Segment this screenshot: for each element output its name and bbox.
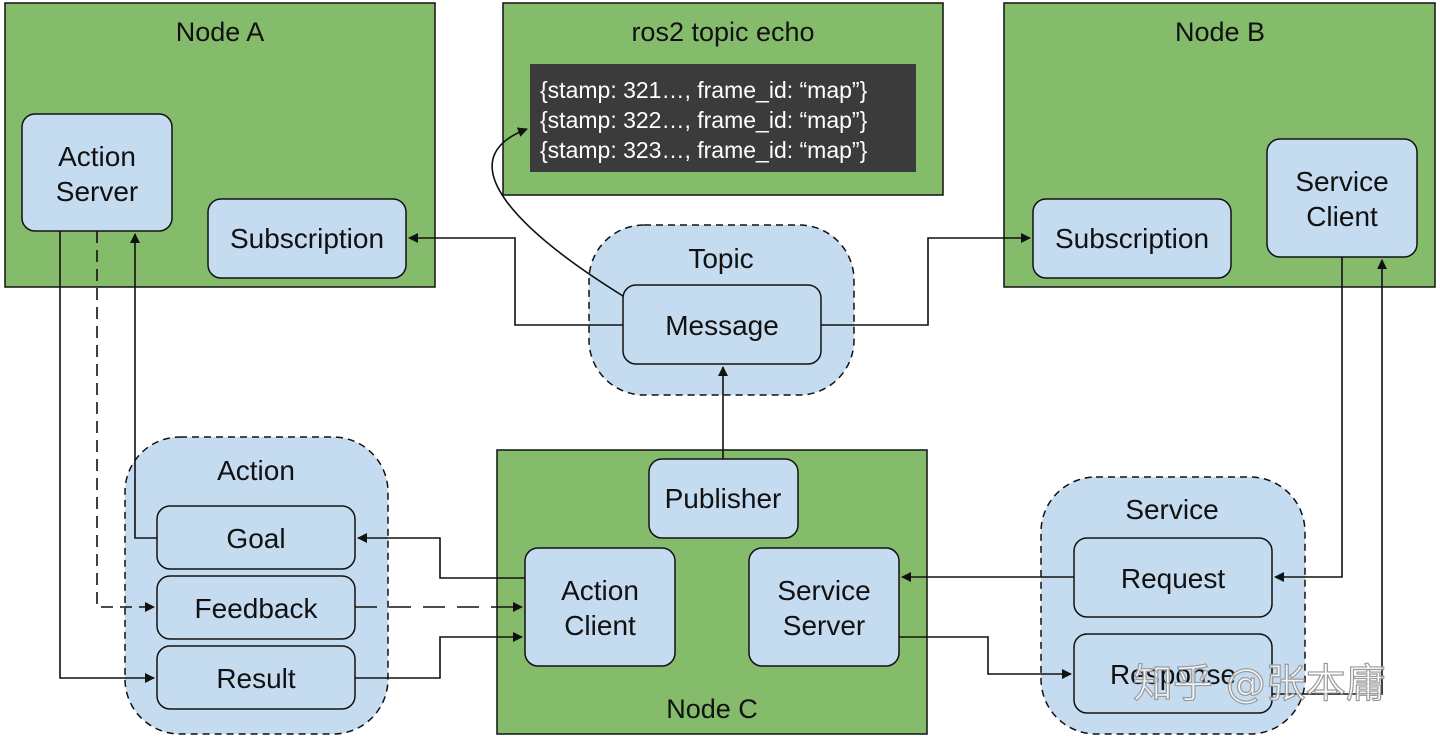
node-a-subscription: Subscription <box>207 198 407 279</box>
node-a-subscription-label: Subscription <box>230 223 384 254</box>
action-client-label-1: Action <box>561 575 639 606</box>
topic-title: Topic <box>688 243 753 274</box>
node-c: Node C Publisher Action Client Service S… <box>496 449 928 735</box>
echo-line-3: {stamp: 323…, frame_id: “map”} <box>540 137 868 163</box>
action-server-to-result-arrow <box>59 231 155 683</box>
publisher: Publisher <box>648 458 799 539</box>
action-client-to-goal-arrow <box>357 533 525 579</box>
echo-line-2: {stamp: 322…, frame_id: “map”} <box>540 107 868 133</box>
action-title: Action <box>217 455 295 486</box>
publisher-label: Publisher <box>665 483 782 514</box>
request-label: Request <box>1121 563 1226 594</box>
echo-terminal: {stamp: 321…, frame_id: “map”} {stamp: 3… <box>530 64 916 172</box>
goal-to-action-server-arrow <box>130 233 157 539</box>
action: Action Goal Feedback Result <box>124 436 389 735</box>
service-server-label-2: Server <box>783 610 865 641</box>
response-to-service-client-arrow <box>1272 259 1387 695</box>
service: Service Request Response <box>1040 476 1306 735</box>
request: Request <box>1073 537 1273 618</box>
result: Result <box>156 645 356 710</box>
action-server-label-1: Action <box>58 141 136 172</box>
action-client: Action Client <box>524 547 676 667</box>
service-server: Service Server <box>748 547 900 667</box>
connectors <box>59 127 1387 695</box>
service-server-label-1: Service <box>777 575 870 606</box>
response: Response <box>1073 633 1273 714</box>
feedback: Feedback <box>156 575 356 640</box>
service-client-label-1: Service <box>1295 166 1388 197</box>
node-b-subscription: Subscription <box>1032 198 1232 279</box>
topic: Topic Message <box>588 224 855 396</box>
echo-panel: ros2 topic echo {stamp: 321…, frame_id: … <box>502 2 944 196</box>
watermark: 知乎 @张本庸 <box>1133 661 1386 707</box>
action-server: Action Server <box>21 113 173 232</box>
node-a-title: Node A <box>176 17 265 47</box>
node-a: Node A Action Server Subscription <box>4 2 436 288</box>
echo-title: ros2 topic echo <box>631 17 814 47</box>
message-label: Message <box>665 310 779 341</box>
result-label: Result <box>216 663 296 694</box>
action-server-label-2: Server <box>56 176 138 207</box>
service-title: Service <box>1125 494 1218 525</box>
action-server-to-feedback-arrow <box>96 231 155 612</box>
node-b-subscription-label: Subscription <box>1055 223 1209 254</box>
message-to-node-a-subscription-arrow <box>408 233 623 326</box>
goal: Goal <box>156 505 356 570</box>
message: Message <box>622 284 822 365</box>
node-b: Node B Subscription Service Client <box>1003 2 1436 288</box>
echo-line-1: {stamp: 321…, frame_id: “map”} <box>540 77 868 103</box>
node-b-title: Node B <box>1175 17 1265 47</box>
service-client-label-2: Client <box>1306 201 1378 232</box>
message-to-echo-arrow <box>491 127 624 297</box>
response-label: Response <box>1110 659 1236 690</box>
service-client-to-request-arrow <box>1274 257 1343 582</box>
service-client: Service Client <box>1266 138 1418 258</box>
service-server-to-response-arrow <box>899 636 1072 679</box>
feedback-label: Feedback <box>195 593 319 624</box>
result-to-action-client-arrow <box>355 632 523 679</box>
node-c-title: Node C <box>666 694 758 724</box>
message-to-node-b-subscription-arrow <box>821 233 1031 326</box>
goal-label: Goal <box>226 523 285 554</box>
action-client-label-2: Client <box>564 610 636 641</box>
